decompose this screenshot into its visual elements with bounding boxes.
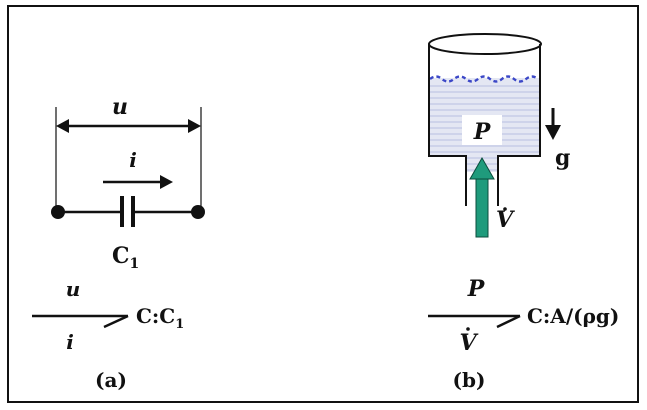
flow-label-dot <box>503 207 507 211</box>
figure-border <box>7 5 639 403</box>
bond-effort-label-b: P <box>467 276 486 302</box>
bond-flow-dot-b <box>466 327 470 331</box>
panel-a: u i C1 u i C:C1 (a) <box>32 94 205 392</box>
bond-element-a: C:C1 <box>136 304 184 332</box>
current-label: i <box>129 148 137 172</box>
pressure-label: P <box>473 119 492 145</box>
capacitor-label: C1 <box>112 243 139 272</box>
gravity-label: g <box>555 145 570 171</box>
current-arrow <box>103 175 173 189</box>
bond-effort-label-a: u <box>66 277 81 301</box>
voltage-double-arrow <box>56 119 201 133</box>
flow-label: V <box>496 207 515 233</box>
bond-half-arrow-a <box>32 314 129 329</box>
tank-wall <box>428 44 541 206</box>
flow-arrow <box>469 156 495 238</box>
caption-b: (b) <box>453 368 486 392</box>
bond-element-b: C:A/(ρg) <box>527 304 619 328</box>
bond-half-arrow-b <box>428 314 521 329</box>
tank-rim <box>428 33 542 55</box>
bond-flow-label-b: V <box>459 330 478 356</box>
panel-b: P g V P V C:A/(ρg) (b) <box>428 33 619 392</box>
water-hatching <box>430 85 539 171</box>
terminal-right <box>191 205 205 219</box>
terminal-left <box>51 205 65 219</box>
gravity-arrow <box>545 108 561 140</box>
pressure-label-bg <box>462 115 502 145</box>
water-surface <box>429 75 539 83</box>
bond-flow-label-a: i <box>66 330 74 354</box>
voltage-label: u <box>112 94 128 120</box>
caption-a: (a) <box>95 368 127 392</box>
capacitor-plate-left <box>120 196 124 227</box>
capacitor-plate-right <box>131 196 135 227</box>
